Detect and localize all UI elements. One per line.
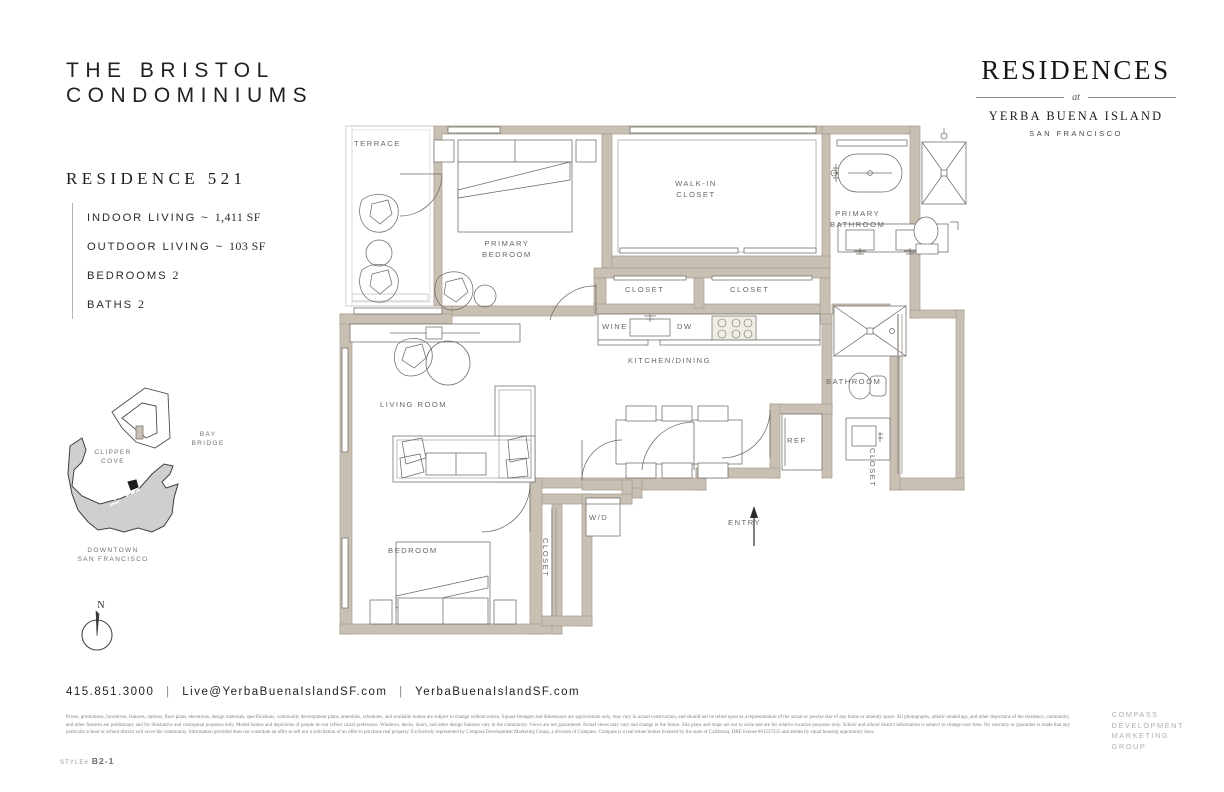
style-number: STYLE# B2-1 [60, 756, 114, 766]
entry-arrow [750, 506, 758, 546]
map-label-downtown: DOWNTOWN SAN FRANCISCO [77, 547, 149, 563]
spec-bedrooms-label: BEDROOMS [87, 270, 168, 282]
compass-needle [95, 610, 100, 637]
style-number-value: B2-1 [91, 756, 115, 766]
room-label-entry: ENTRY [728, 518, 762, 527]
title-line-1: THE BRISTOL [66, 59, 275, 82]
brand-location: YERBA BUENA ISLAND [988, 109, 1164, 123]
nightstand-left [433, 139, 455, 163]
primary-bathroom-fixtures [830, 128, 967, 255]
title-line-2: CONDOMINIUMS [66, 84, 314, 107]
terrace-side-table [365, 239, 393, 267]
room-label-primary-bathroom: PRIMARY BATHROOM [830, 209, 886, 229]
sink-left [845, 229, 875, 251]
wall-structure [339, 125, 965, 635]
bed-duvet [457, 161, 571, 199]
brand-city: SAN FRANCISCO [1029, 129, 1123, 138]
kitchen-fixtures [597, 313, 823, 479]
bedroom-furniture [369, 541, 517, 625]
appliance-label-washer-dryer: W/D [589, 513, 609, 522]
residence-number: RESIDENCE 521 [66, 169, 247, 188]
style-number-prefix: STYLE# [60, 760, 89, 766]
appliance-label-refrigerator: REF [787, 436, 807, 445]
brand-divider: at [976, 92, 1176, 103]
site-marker-north [135, 425, 144, 440]
spec-indoor-living: INDOOR LIVING ~ 1,411 SF [87, 203, 266, 232]
dining-table [615, 419, 743, 465]
specs-list: INDOOR LIVING ~ 1,411 SF OUTDOOR LIVING … [72, 203, 266, 319]
key-map-graphic [67, 387, 179, 533]
brand-logo: RESIDENCES at YERBA BUENA ISLAND SAN FRA… [976, 55, 1176, 138]
room-label-closet-1: CLOSET [625, 285, 665, 294]
brand-divider-right [1087, 97, 1176, 98]
contact-separator-2: | [399, 686, 404, 698]
brand-divider-left [976, 97, 1065, 98]
primary-bed [457, 161, 573, 233]
contact-phone[interactable]: 415.851.3000 [66, 686, 155, 698]
room-label-primary-bedroom: PRIMARY BEDROOM [482, 239, 532, 259]
room-label-hall-closet: CLOSET [868, 448, 877, 488]
spec-outdoor-living: OUTDOOR LIVING ~ 103 SF [87, 232, 266, 261]
legal-disclaimer: Prices, promotions, incentives, features… [66, 715, 1070, 736]
nightstand-2-left [369, 599, 393, 625]
room-label-kitchen-dining: KITCHEN/DINING [628, 356, 712, 365]
doors [399, 173, 771, 533]
bath-window [836, 139, 908, 147]
contact-email[interactable]: Live@YerbaBuenaIslandSF.com [182, 686, 388, 698]
residence-marker [127, 479, 139, 491]
windows [341, 126, 817, 609]
room-label-closet-2: CLOSET [730, 285, 770, 294]
refrigerator-unit [781, 413, 823, 471]
walk-in-closet-shelving [617, 139, 817, 254]
appliance-label-dishwasher: DW [677, 322, 693, 331]
yerba-buena-island-shape [67, 437, 179, 533]
primary-bedroom-chair [434, 271, 497, 311]
primary-toilet [913, 216, 939, 246]
brand-at: at [1072, 92, 1080, 103]
key-map: BAY BRIDGE CLIPPER COVE DOWNTOWN SAN FRA… [60, 378, 260, 568]
washer-dryer-unit [585, 497, 621, 537]
appliance-label-wine: WINE [602, 322, 628, 331]
terrace-furniture [359, 194, 399, 303]
room-label-bedroom-closet: CLOSET [541, 538, 550, 578]
room-label-walk-in-closet: WALK-IN CLOSET [675, 179, 717, 199]
compass-graphic: N [81, 600, 113, 651]
room-label-bedroom: BEDROOM [388, 546, 438, 555]
spec-bedrooms-value: 2 [172, 268, 179, 282]
bathroom-fixtures [833, 305, 907, 461]
page-title: THE BRISTOL CONDOMINIUMS [66, 58, 313, 108]
primary-bedroom-furniture [433, 139, 597, 233]
spec-outdoor-living-label: OUTDOOR LIVING ~ [87, 241, 225, 253]
spec-outdoor-living-value: 103 SF [229, 239, 266, 253]
nightstand-2-right [493, 599, 517, 625]
residence-heading: RESIDENCE 521 [66, 169, 246, 189]
contact-website[interactable]: YerbaBuenaIslandSF.com [415, 686, 581, 698]
contact-separator-1: | [166, 686, 171, 698]
compass-north-label: N [97, 600, 104, 611]
spec-bedrooms: BEDROOMS 2 [87, 261, 266, 290]
room-label-living-room: LIVING ROOM [380, 400, 448, 409]
closet-rods [613, 275, 813, 281]
compass-rose: N [78, 595, 124, 657]
floor-plan-svg: .w{fill:#c9c0b4;stroke:#a79c8c;stroke-wi… [339, 125, 967, 635]
spec-indoor-living-label: INDOOR LIVING ~ [87, 212, 210, 224]
compass-development-logo: COMPASS DEVELOPMENT MARKETING GROUP [1111, 710, 1184, 751]
spec-baths: BATHS 2 [87, 290, 266, 319]
spec-baths-value: 2 [137, 297, 145, 311]
contact-bar: 415.851.3000 | Live@YerbaBuenaIslandSF.c… [66, 686, 580, 698]
spec-indoor-living-value: 1,411 SF [214, 210, 261, 224]
room-label-terrace: TERRACE [354, 139, 401, 148]
coffee-table [425, 340, 471, 386]
nightstand-right [575, 139, 597, 163]
room-label-bathroom: BATHROOM [826, 377, 882, 386]
living-room-furniture [349, 323, 536, 483]
sliding-doors [551, 314, 903, 616]
brand-name: RESIDENCES [981, 55, 1171, 85]
floor-plan: .w{fill:#c9c0b4;stroke:#a79c8c;stroke-wi… [330, 118, 980, 663]
map-label-bay-bridge: BAY BRIDGE [191, 431, 225, 447]
map-label-clipper-cove: CLIPPER COVE [94, 449, 132, 465]
spec-baths-label: BATHS [87, 299, 133, 311]
